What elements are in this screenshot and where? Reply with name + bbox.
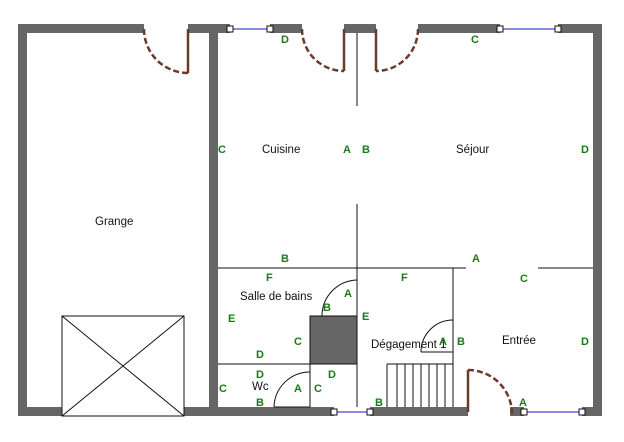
marker: C	[294, 336, 302, 348]
wall-top-grange	[18, 24, 144, 33]
room-grange: Grange	[95, 216, 133, 228]
room-sejour: Séjour	[456, 144, 489, 156]
wall-bottom-door	[510, 407, 524, 416]
marker: D	[256, 349, 264, 361]
marker: C	[219, 383, 227, 395]
room-degagement: Dégagement 1	[371, 339, 446, 351]
wall-top-center	[344, 24, 376, 33]
interior-doors	[273, 279, 454, 408]
marker: E	[228, 313, 235, 325]
door-cuisine	[300, 28, 345, 73]
marker: B	[457, 336, 465, 348]
marker: F	[401, 272, 408, 284]
wall-top-cuisine	[270, 24, 302, 33]
marker: B	[281, 253, 289, 265]
door-grange	[142, 28, 189, 75]
wall-bottom-mid	[184, 407, 334, 416]
marker: A	[439, 336, 447, 348]
marker: B	[362, 144, 370, 156]
marker: D	[581, 336, 589, 348]
technical-column	[309, 315, 358, 365]
marker: B	[375, 397, 383, 409]
door-sdb	[321, 279, 358, 317]
room-labels: Grange Cuisine Séjour Salle de bains Dég…	[95, 144, 536, 393]
wall-bottom-stairs	[370, 407, 468, 416]
door-leaves	[186, 29, 470, 412]
marker: D	[256, 369, 264, 381]
wall-grange-partition	[209, 33, 218, 416]
marker: A	[519, 397, 527, 409]
marker: F	[266, 272, 273, 284]
marker: C	[520, 273, 528, 285]
door-degagement	[420, 319, 454, 353]
door-sejour	[375, 28, 420, 73]
wall-right	[593, 24, 602, 416]
room-cuisine: Cuisine	[262, 144, 300, 156]
marker: A	[344, 288, 352, 300]
wall-bottom-left	[18, 407, 62, 416]
wall-top-right	[558, 24, 602, 33]
wall-markers: C A B D D C B A F F C A B E E C D A B D …	[218, 34, 589, 409]
marker: C	[471, 34, 479, 46]
marker: B	[256, 397, 264, 409]
walls	[18, 24, 602, 416]
marker: D	[328, 369, 336, 381]
wall-bottom-right	[582, 407, 602, 416]
door-wc	[273, 371, 311, 408]
marker: C	[314, 383, 322, 395]
window-ends	[226, 25, 586, 416]
room-salle-de-bains: Salle de bains	[240, 291, 312, 303]
marker: D	[581, 144, 589, 156]
windows	[230, 28, 582, 413]
marker: E	[362, 311, 369, 323]
marker: B	[323, 302, 331, 314]
doors	[142, 28, 514, 415]
room-entree: Entrée	[502, 335, 536, 347]
marker: D	[281, 34, 289, 46]
marker: A	[294, 383, 302, 395]
room-wc: Wc	[252, 381, 269, 393]
wall-top-sejour	[418, 24, 500, 33]
grange-crossed-box	[61, 315, 185, 417]
door-entree	[467, 368, 514, 415]
marker: A	[472, 253, 480, 265]
wall-left	[18, 24, 27, 416]
wall-top-mid	[188, 24, 230, 33]
marker: C	[218, 144, 226, 156]
marker: A	[343, 144, 351, 156]
stairs	[396, 364, 446, 407]
